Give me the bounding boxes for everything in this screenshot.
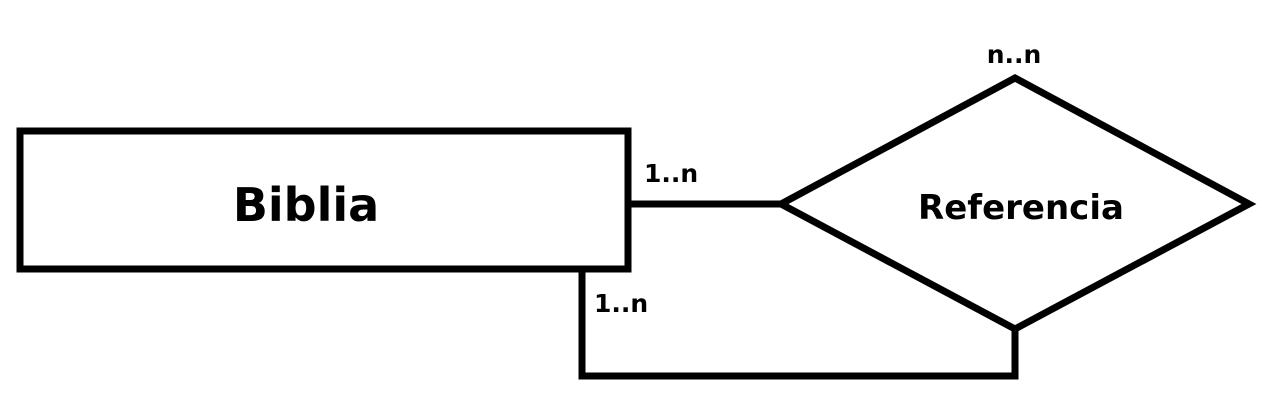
cardinality-relationship-top: n..n (987, 40, 1042, 69)
entity-biblia-label: Biblia (233, 178, 379, 232)
relationship-referencia-diamond (773, 74, 1257, 333)
connector-biblia-referencia-loop (578, 266, 1019, 380)
relationship-referencia[interactable]: Referencia (773, 74, 1257, 333)
relationship-referencia-label: Referencia (918, 188, 1124, 228)
entity-biblia-box (16, 127, 632, 273)
entity-biblia[interactable]: Biblia (16, 127, 632, 273)
cardinality-entity-bottom: 1..n (594, 289, 648, 318)
cardinality-entity-right: 1..n (644, 159, 698, 188)
